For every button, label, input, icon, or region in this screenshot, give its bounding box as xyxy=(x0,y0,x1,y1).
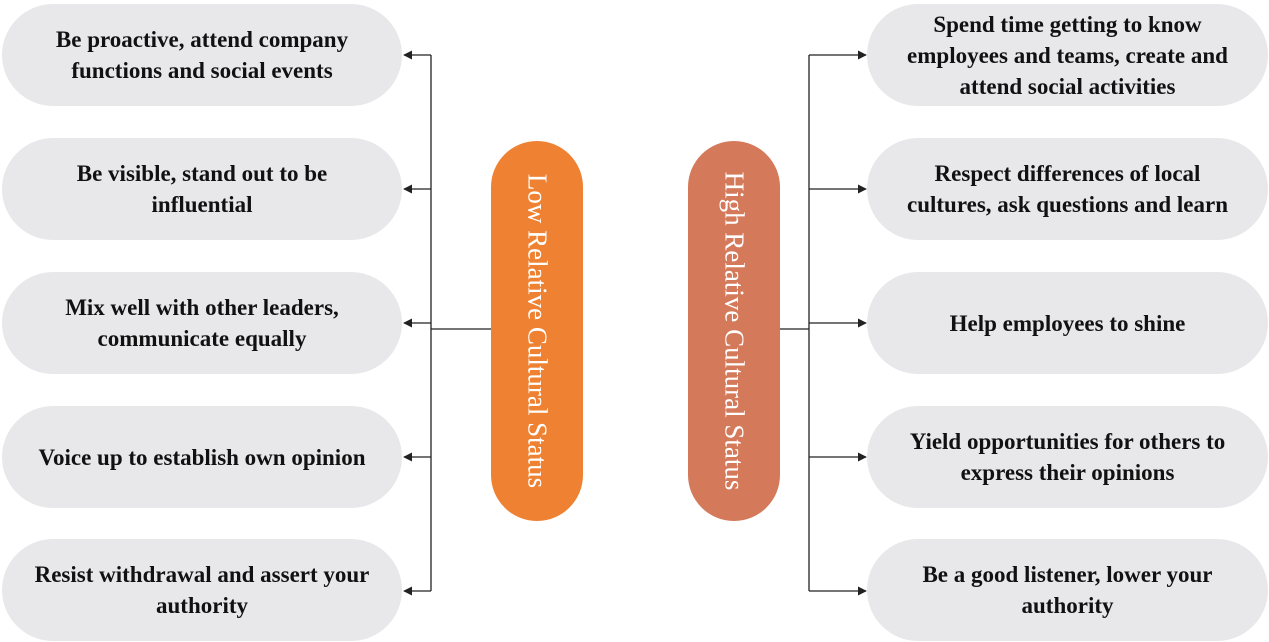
high-status-label: High Relative Cultural Status xyxy=(719,171,750,491)
low-item-1-text: Be proactive, attend company functions a… xyxy=(55,27,349,83)
high-item-2-text: Respect differences of local cultures, a… xyxy=(906,161,1228,217)
low-item-3-text: Mix well with other leaders, communicate… xyxy=(65,295,339,351)
high-status-pill: High Relative Cultural Status xyxy=(688,141,780,521)
low-item-4-text: Voice up to establish own opinion xyxy=(38,444,366,470)
low-item-5-text: Resist withdrawal and assert your author… xyxy=(34,562,370,618)
low-item-2-text: Be visible, stand out to be influential xyxy=(76,161,328,217)
low-item-1: Be proactive, attend company functions a… xyxy=(2,4,402,106)
high-item-4: Yield opportunities for others to expres… xyxy=(867,406,1268,508)
low-status-pill: Low Relative Cultural Status xyxy=(491,141,583,521)
high-item-3: Help employees to shine xyxy=(867,272,1268,374)
high-item-2: Respect differences of local cultures, a… xyxy=(867,138,1268,240)
low-item-2: Be visible, stand out to be influential xyxy=(2,138,402,240)
low-item-3: Mix well with other leaders, communicate… xyxy=(2,272,402,374)
high-item-5: Be a good listener, lower your authority xyxy=(867,539,1268,641)
low-status-label: Low Relative Cultural Status xyxy=(522,173,553,489)
high-item-4-text: Yield opportunities for others to expres… xyxy=(909,429,1226,485)
low-item-4: Voice up to establish own opinion xyxy=(2,406,402,508)
high-item-1: Spend time getting to know employees and… xyxy=(867,4,1268,106)
high-item-5-text: Be a good listener, lower your authority xyxy=(922,562,1213,618)
low-item-5: Resist withdrawal and assert your author… xyxy=(2,539,402,641)
high-item-3-text: Help employees to shine xyxy=(949,310,1186,336)
high-item-1-text: Spend time getting to know employees and… xyxy=(907,11,1228,99)
